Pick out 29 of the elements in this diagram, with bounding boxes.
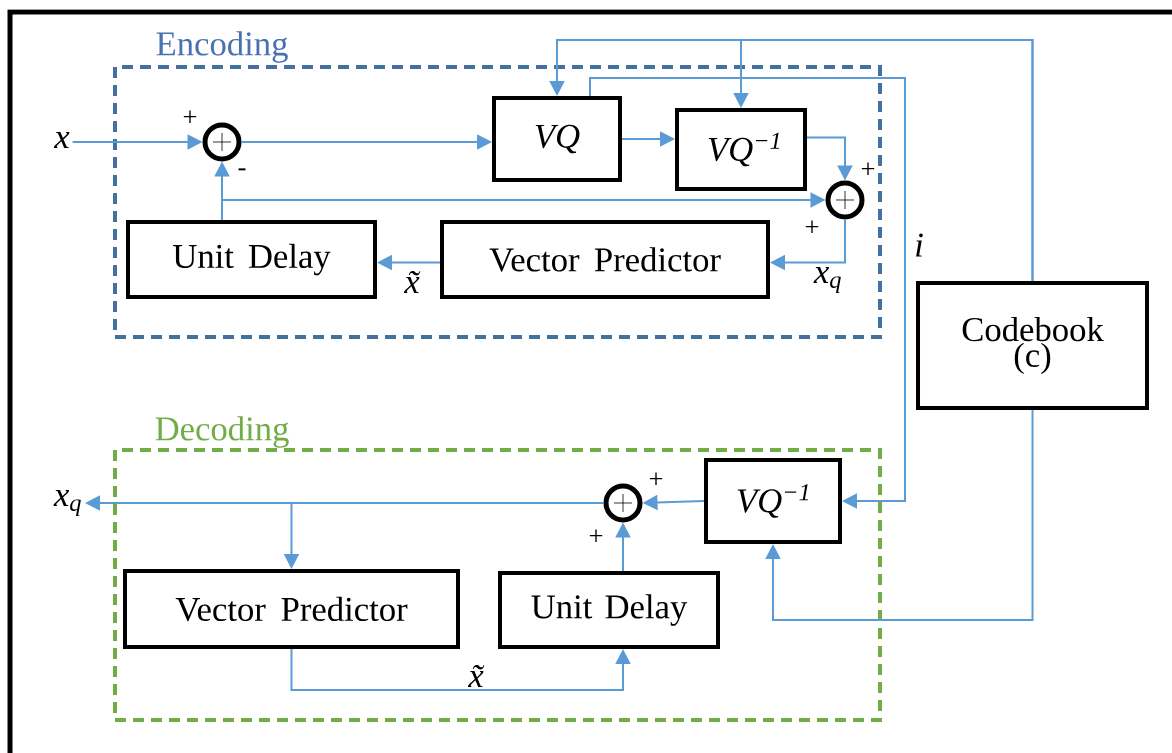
signal-label: x$_{q}$ [53, 489, 81, 516]
arrow [290, 648, 631, 691]
sign-label: + [649, 472, 663, 485]
edge-label: x̃ [467, 663, 486, 689]
arrow [589, 77, 906, 509]
sign-label: - [238, 168, 246, 171]
sign-label: + [805, 220, 819, 233]
node-label: Encoding [156, 31, 288, 63]
arrow [733, 39, 1034, 282]
sign-label: + [861, 162, 875, 175]
process-box: Vector Predictor [440, 220, 770, 299]
edge-label: x̃ [403, 269, 422, 295]
edge-label: i [912, 232, 926, 258]
summing-junction [825, 180, 865, 220]
edge-label: x$_{q}$ [812, 265, 844, 295]
process-box: Unit Delay [498, 571, 720, 649]
process-box: Vector Predictor [123, 569, 460, 649]
arrow [765, 409, 1034, 621]
signal-label: x [53, 132, 70, 148]
process-box: Codebook (c) [916, 281, 1149, 410]
process-box: VQ$^{−1}$ [675, 108, 807, 191]
sign-label: + [589, 529, 603, 542]
process-box: Unit Delay [126, 220, 377, 299]
summing-junction [603, 483, 643, 523]
node-label: Decoding [155, 416, 289, 448]
process-box: VQ [492, 96, 622, 182]
process-box: VQ$^{−1}$ [704, 458, 842, 544]
summing-junction [202, 122, 242, 162]
sign-label: + [183, 110, 197, 123]
